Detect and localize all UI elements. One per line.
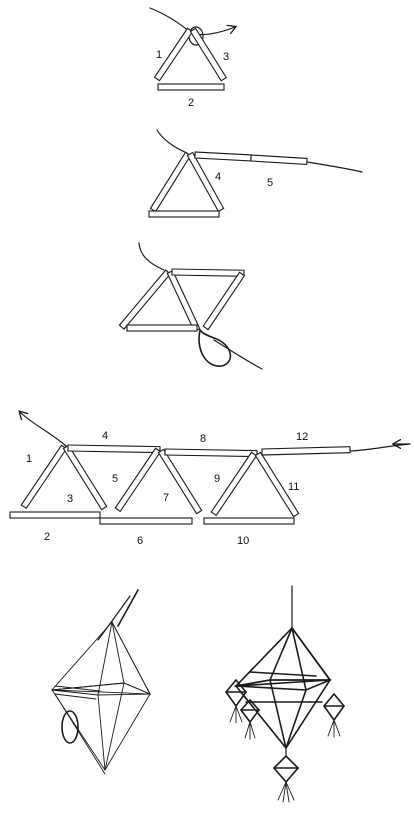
straw-label: 4 [215, 171, 221, 183]
straw-label: 9 [214, 473, 220, 485]
main-octahedron-top [236, 628, 330, 686]
straw-label: 7 [163, 492, 169, 504]
small-ornament-right [324, 694, 344, 737]
straw-label: 6 [137, 535, 143, 547]
straw-label: 4 [102, 430, 108, 442]
straw-label: 12 [296, 431, 308, 443]
step-3-double-triangle [119, 243, 262, 369]
straw-5 [115, 448, 160, 511]
straw-4 [195, 152, 251, 161]
straw-label: 8 [200, 433, 206, 445]
straw-4 [68, 445, 160, 453]
thread [150, 8, 190, 32]
straw-label: 1 [26, 453, 32, 465]
octahedron-top-edges [52, 622, 150, 694]
straw [119, 270, 170, 329]
straw-3 [190, 28, 226, 80]
straw-label: 5 [267, 177, 273, 189]
straw-label: 2 [188, 97, 194, 109]
straw-label: 3 [223, 51, 229, 63]
thread-tail [307, 162, 362, 172]
straw-label: 1 [156, 49, 162, 61]
straw-8 [165, 449, 257, 457]
straw-2 [158, 84, 224, 90]
straw-5 [251, 155, 307, 164]
straw-label: 11 [288, 481, 299, 493]
straw-7 [158, 449, 201, 513]
straw-2 [10, 512, 100, 518]
finished-himmeli [226, 586, 344, 802]
straw-label: 2 [44, 531, 50, 543]
thread [139, 243, 164, 270]
straw-label: 10 [237, 535, 249, 547]
step-1-triangle: 1 2 3 [150, 8, 235, 109]
step-5-octahedron-assembly [52, 590, 150, 774]
straw [172, 269, 244, 276]
small-ornament-bottom [274, 748, 298, 802]
thread [157, 130, 187, 153]
straw [167, 271, 199, 332]
thread-end [350, 444, 410, 451]
thread-tail [214, 340, 262, 369]
straw-10 [204, 518, 294, 524]
straw [149, 211, 219, 217]
straw-label: 5 [112, 473, 118, 485]
step-2-triangle-with-added-straws: 4 5 [149, 130, 362, 217]
straw [127, 325, 197, 331]
straw [203, 272, 244, 329]
straw [150, 152, 190, 211]
straw-12 [262, 447, 350, 455]
small-ornament-left-lower [241, 700, 259, 739]
straw-label: 3 [67, 493, 73, 505]
straw-6 [100, 518, 192, 524]
step-4-triangle-strip: 1 2 3 4 5 6 7 8 9 10 11 12 [10, 412, 410, 547]
thread-start [20, 412, 66, 446]
